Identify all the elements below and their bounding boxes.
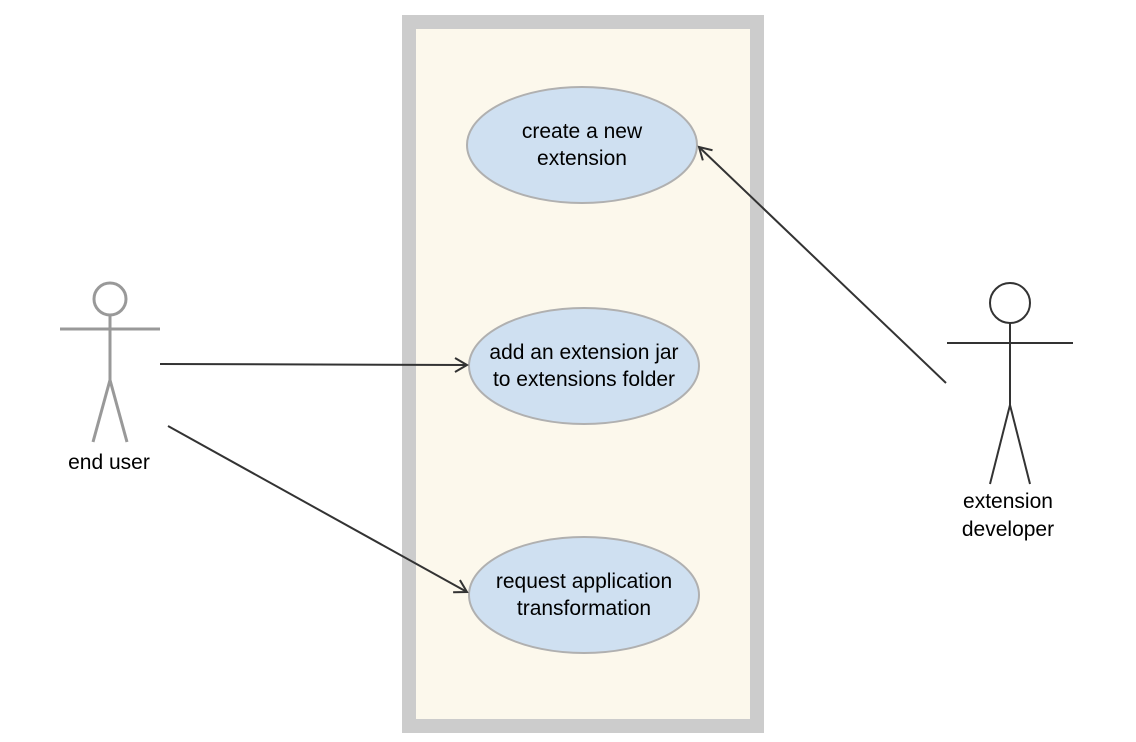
use-case-request-transformation[interactable]: request application transformation bbox=[468, 536, 700, 654]
association-arrow-developer-to-create bbox=[697, 145, 947, 384]
actor-label-extension-developer-line: extension bbox=[963, 490, 1053, 513]
use-case-add-extension-jar[interactable]: add an extension jar to extensions folde… bbox=[468, 307, 700, 425]
actor-right-leg bbox=[1009, 404, 1031, 485]
use-case-label-line: request application bbox=[496, 570, 672, 593]
use-case-label-line: transformation bbox=[517, 597, 651, 620]
association-arrow-end-user-to-transformation bbox=[167, 425, 469, 594]
actor-label-extension-developer-line: developer bbox=[962, 518, 1054, 541]
use-case-label-line: add an extension jar bbox=[489, 341, 678, 364]
use-case-ellipse bbox=[466, 86, 698, 204]
use-case-label-line: create a new bbox=[522, 120, 643, 143]
actor-extension-developer[interactable] bbox=[947, 282, 1073, 485]
actor-left-leg bbox=[989, 404, 1011, 485]
actor-head-icon bbox=[989, 282, 1031, 324]
use-case-ellipse bbox=[468, 536, 700, 654]
use-case-create-extension[interactable]: create a new extension bbox=[466, 86, 698, 204]
actor-head-icon bbox=[92, 281, 128, 317]
actor-label-end-user: end user bbox=[68, 451, 150, 474]
association-arrow-end-user-to-add-jar bbox=[159, 357, 469, 373]
actor-left-leg bbox=[91, 379, 112, 443]
use-case-label-line: extension bbox=[537, 147, 627, 170]
actor-end-user[interactable] bbox=[60, 281, 160, 443]
use-case-ellipse bbox=[468, 307, 700, 425]
actor-right-leg bbox=[108, 379, 129, 443]
use-case-label-line: to extensions folder bbox=[493, 368, 675, 391]
